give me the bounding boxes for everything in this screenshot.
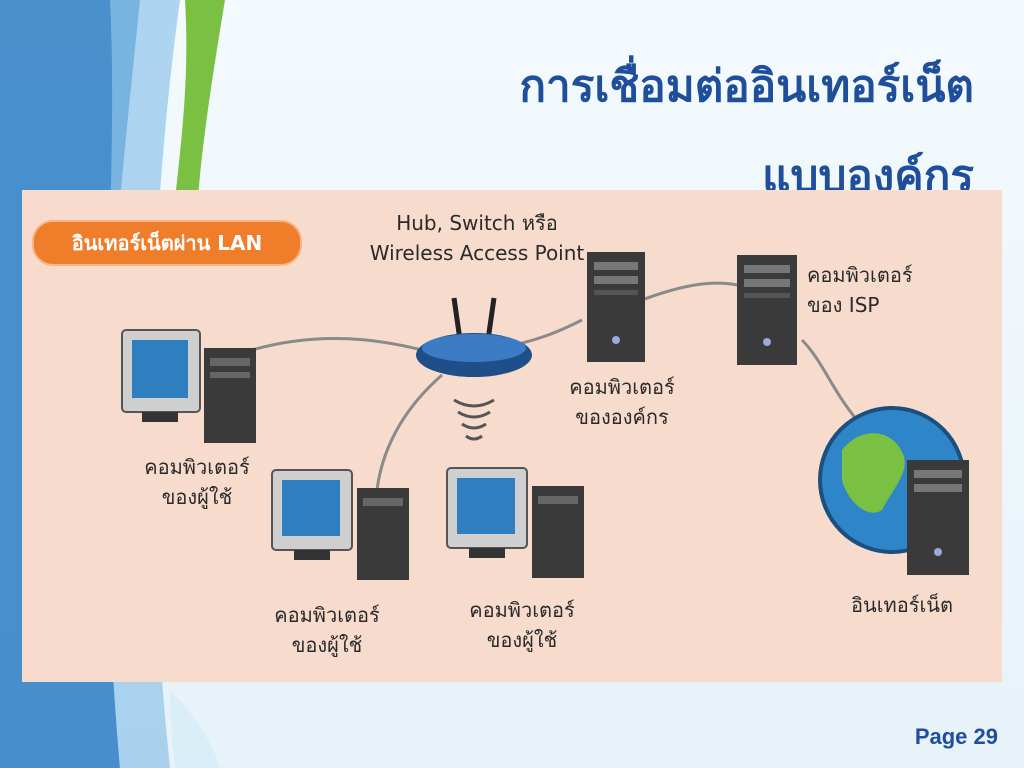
network-diagram: อินเทอร์เน็ตผ่าน LAN Hub, Switch หรือ Wi… xyxy=(22,190,1002,682)
cable-org-isp xyxy=(641,281,738,302)
hub-access-point-icon xyxy=(416,297,532,441)
diagram-drawing xyxy=(121,252,969,580)
user3-label-line-2: ของผู้ใช้ xyxy=(486,628,558,652)
user2-label-line-2: ของผู้ใช้ xyxy=(291,633,363,657)
user-computer-1-icon xyxy=(121,329,256,443)
org-server-label-line-2: ขององค์กร xyxy=(575,405,669,429)
user1-label-line-2: ของผู้ใช้ xyxy=(161,485,233,509)
hub-label-line-2: Wireless Access Point xyxy=(369,241,585,265)
isp-server-label-line-2: ของ ISP xyxy=(807,293,880,317)
hub-label: Hub, Switch หรือ Wireless Access Point xyxy=(352,208,602,268)
isp-server-label: คอมพิวเตอร์ ของ ISP xyxy=(807,260,947,320)
title-line-1: การเชื่อมต่ออินเทอร์เน็ต xyxy=(519,61,974,112)
user3-label-line-1: คอมพิวเตอร์ xyxy=(469,598,575,622)
isp-server-icon xyxy=(737,255,797,365)
user1-label: คอมพิวเตอร์ ของผู้ใช้ xyxy=(127,452,267,512)
user-computer-3-icon xyxy=(446,467,584,578)
cable-user1-hub xyxy=(251,336,423,352)
internet-globe-icon xyxy=(818,406,969,575)
user2-label: คอมพิวเตอร์ ของผู้ใช้ xyxy=(257,600,397,660)
org-server-label-line-1: คอมพิวเตอร์ xyxy=(569,375,675,399)
user3-label: คอมพิวเตอร์ ของผู้ใช้ xyxy=(452,595,592,655)
internet-label: อินเทอร์เน็ต xyxy=(851,593,953,617)
user1-label-line-1: คอมพิวเตอร์ xyxy=(144,455,250,479)
slide-title: การเชื่อมต่ออินเทอร์เน็ต แบบองค์กร xyxy=(374,42,974,222)
hub-label-line-1: Hub, Switch หรือ xyxy=(396,211,558,235)
user2-label-line-1: คอมพิวเตอร์ xyxy=(274,603,380,627)
isp-server-label-line-1: คอมพิวเตอร์ xyxy=(807,263,913,287)
lan-badge: อินเทอร์เน็ตผ่าน LAN xyxy=(32,220,302,266)
cable-isp-internet xyxy=(800,338,859,421)
page-number: Page 29 xyxy=(914,724,998,749)
user-computer-2-icon xyxy=(271,469,409,580)
cable-hub-user2 xyxy=(375,373,443,491)
org-server-label: คอมพิวเตอร์ ขององค์กร xyxy=(552,372,692,432)
org-server-icon xyxy=(587,252,645,362)
